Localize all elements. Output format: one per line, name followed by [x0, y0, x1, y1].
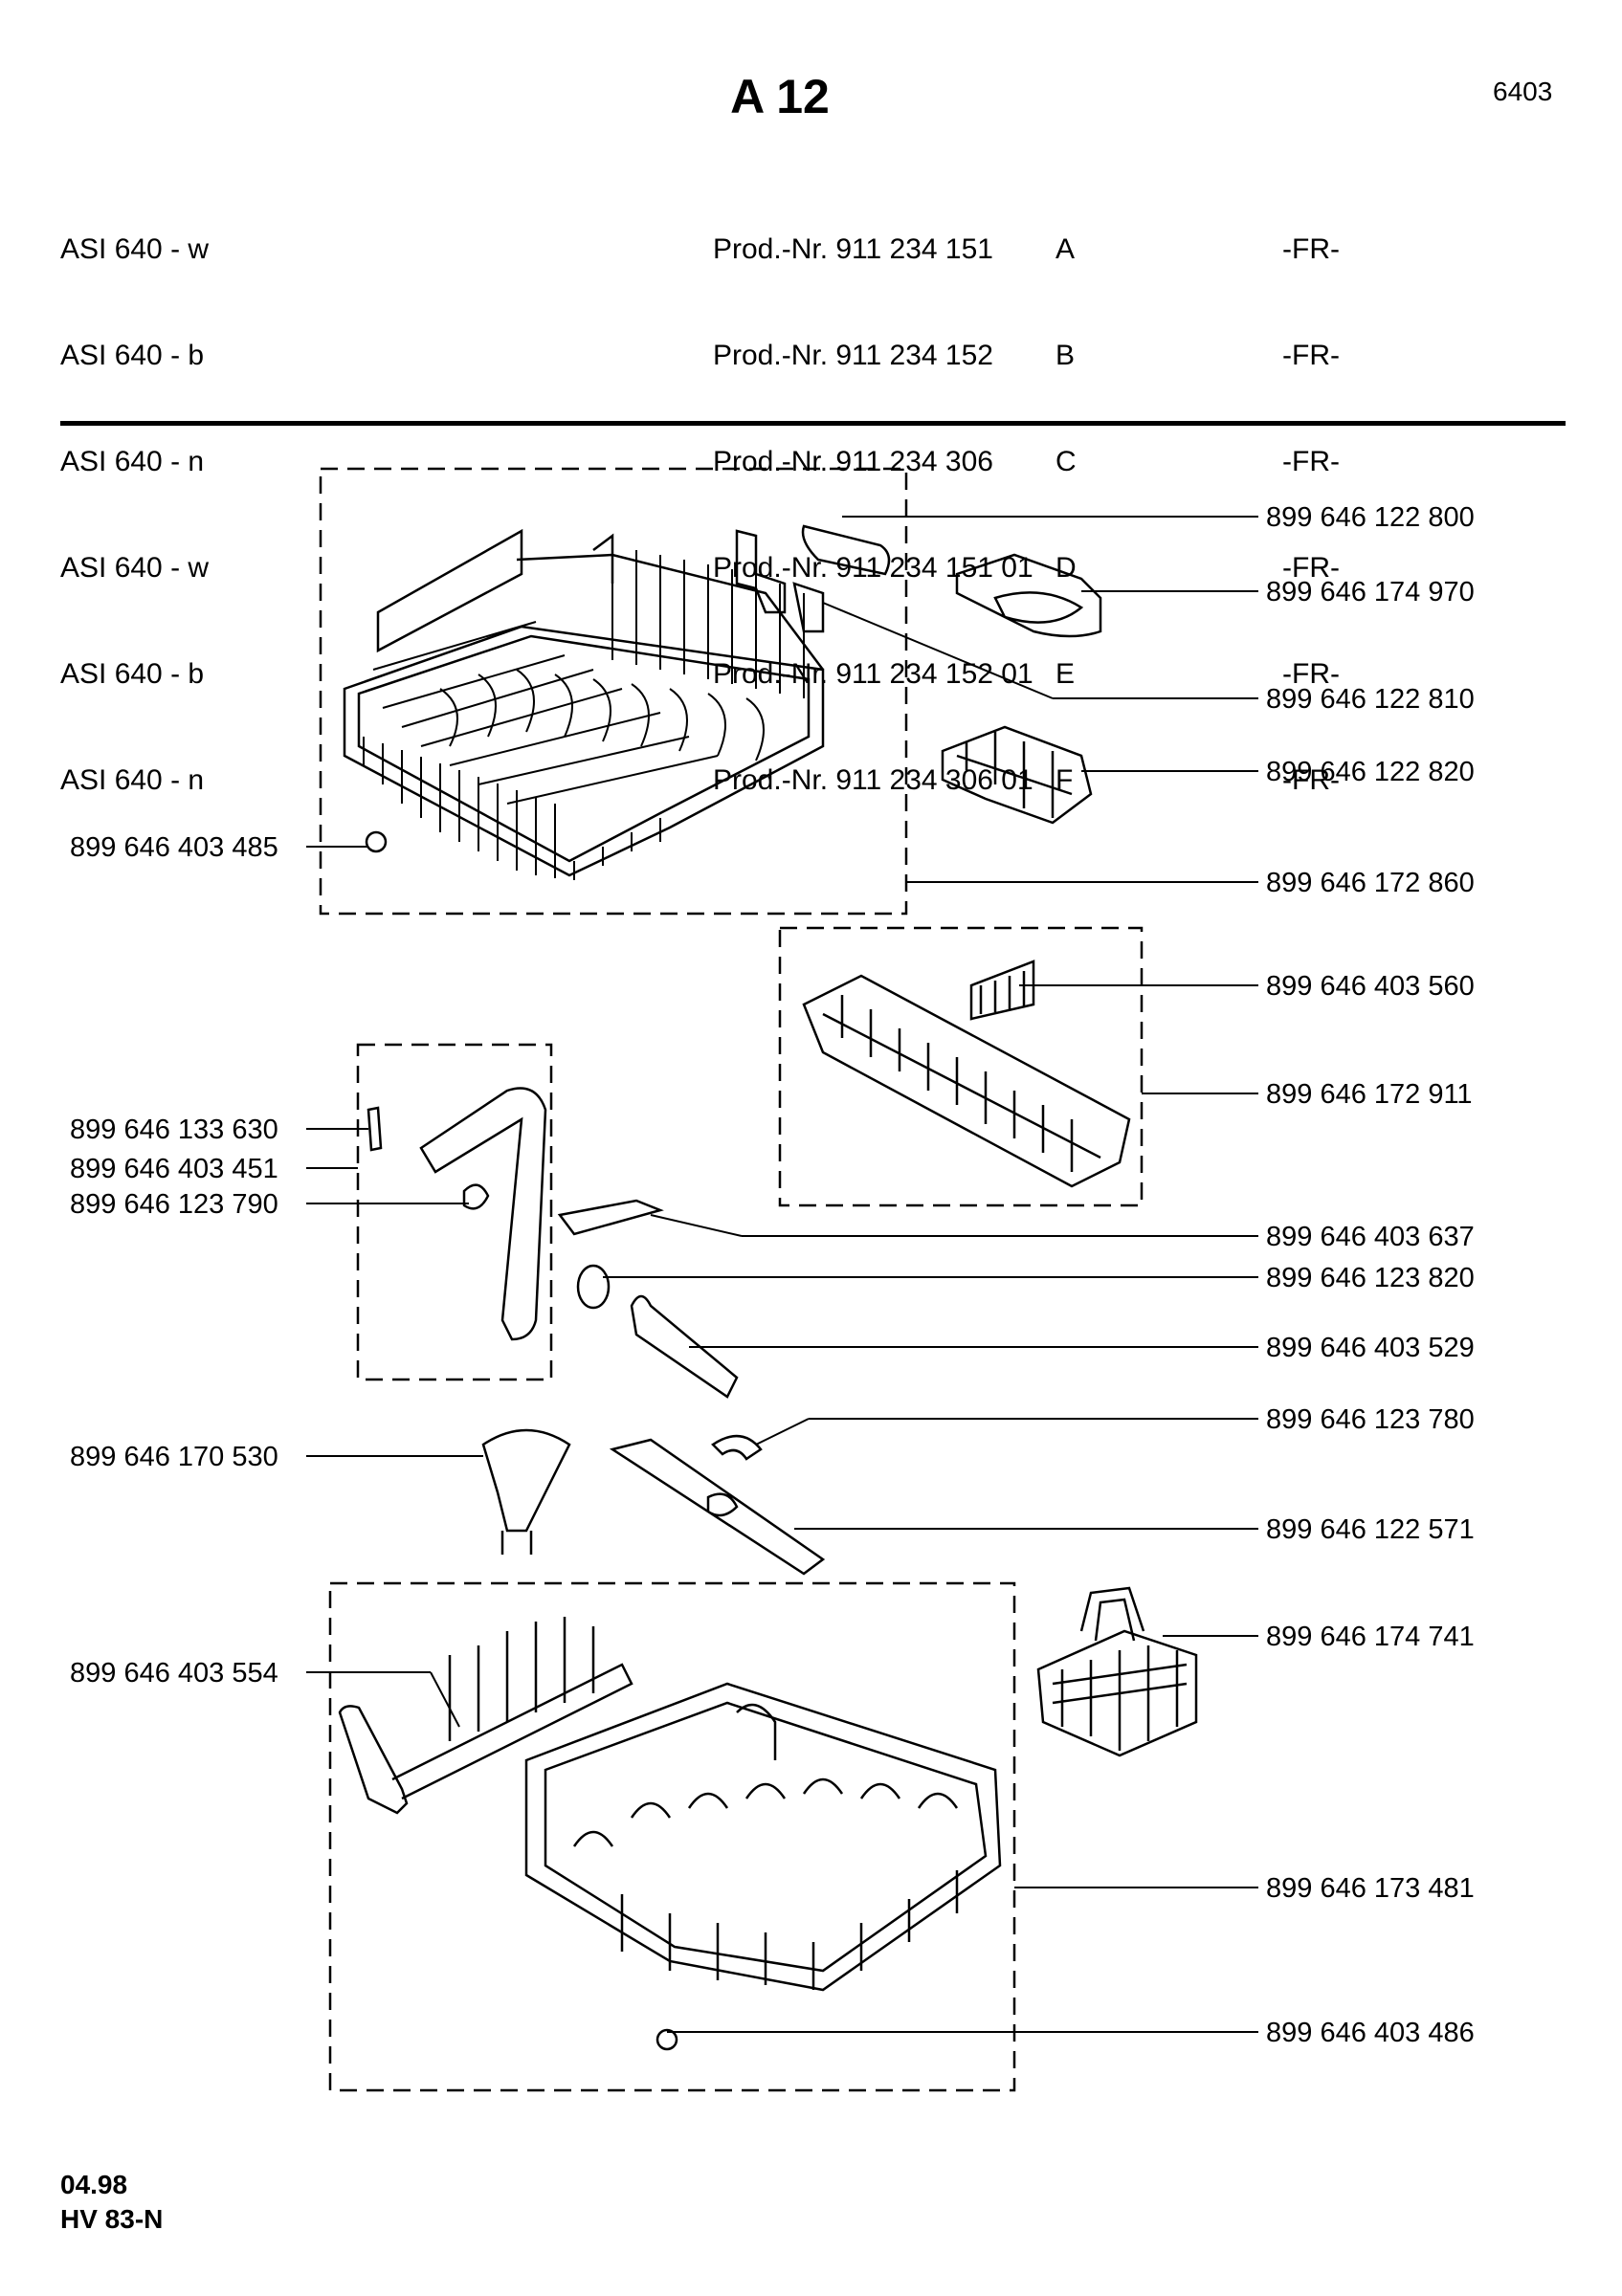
tube-seal-drawing — [462, 1183, 490, 1210]
country-cell: -FR- — [1282, 764, 1340, 796]
model-cell: ASI 640 - b — [60, 658, 205, 690]
lower-wheel-drawing — [655, 2028, 678, 2051]
country-cell: -FR- — [1282, 552, 1340, 584]
upper-basket-drawing — [343, 528, 825, 880]
water-tube-drawing — [419, 1087, 547, 1341]
cutlery-tray-group-box — [778, 926, 1144, 1207]
part-number-label: 899 646 403 486 — [1266, 2018, 1475, 2048]
model-cell: ASI 640 - w — [60, 552, 210, 584]
water-tube-group-box — [356, 1043, 553, 1381]
part-number-label: 899 646 170 530 — [70, 1442, 278, 1472]
part-number-label: 899 646 403 485 — [70, 832, 278, 863]
part-number-label: 899 646 403 554 — [70, 1658, 278, 1689]
seal-ring-drawing — [576, 1264, 611, 1310]
country-cell: -FR- — [1282, 340, 1340, 371]
lower-basket-drawing — [338, 1617, 1002, 2051]
part-number-label: 899 646 403 451 — [70, 1154, 278, 1184]
part-number-label: 899 646 123 780 — [1266, 1404, 1475, 1435]
prod-nr-column: Prod.-Nr. 911 234 151 Prod.-Nr. 911 234 … — [713, 161, 1033, 869]
part-labels-right: 899 646 122 800 899 646 174 970 899 646 … — [1266, 502, 1475, 2048]
spray-arm-feed-drawing — [630, 1294, 739, 1399]
part-number-label: 899 646 122 800 — [1266, 502, 1475, 533]
lower-basket-group-box — [328, 1581, 1016, 2092]
model-column: ASI 640 - w ASI 640 - b ASI 640 - n ASI … — [60, 161, 209, 869]
part-number-label: 899 646 122 820 — [1266, 757, 1475, 787]
country-cell: -FR- — [1282, 658, 1340, 690]
page-code: 6403 — [1493, 77, 1553, 106]
part-number-label: 899 646 123 820 — [1266, 1263, 1475, 1293]
part-number-label: 899 646 122 810 — [1266, 684, 1475, 715]
part-number-label: 899 646 123 790 — [70, 1189, 278, 1220]
variant-cell: C — [1055, 446, 1077, 477]
prod-nr-cell: Prod.-Nr. 911 234 306 01 — [713, 764, 1033, 796]
leader-lines-left — [306, 846, 483, 1728]
variant-cell: A — [1055, 233, 1076, 265]
part-number-label: 899 646 174 970 — [1266, 577, 1475, 607]
variant-cell: F — [1055, 764, 1074, 796]
header-divider — [60, 421, 1566, 426]
country-column: -FR- -FR- -FR- -FR- -FR- -FR- — [1282, 161, 1340, 869]
footer-date: 04.98 — [60, 2170, 128, 2199]
variant-cell: E — [1055, 658, 1076, 690]
model-cell: ASI 640 - w — [60, 233, 210, 265]
leader-lines — [603, 516, 1258, 2033]
part-number-label: 899 646 403 560 — [1266, 971, 1475, 1002]
country-cell: -FR- — [1282, 446, 1340, 477]
cup-shelf-drawing — [955, 553, 1102, 638]
model-cell: ASI 640 - n — [60, 446, 205, 477]
page-title: A 12 — [730, 70, 830, 123]
footer-code: HV 83-N — [60, 2204, 164, 2234]
part-number-label: 899 646 172 911 — [1266, 1079, 1473, 1110]
part-number-label: 899 646 173 481 — [1266, 1873, 1475, 1904]
cutlery-tray-drawing — [802, 960, 1131, 1188]
prod-nr-cell: Prod.-Nr. 911 234 152 — [713, 340, 993, 371]
clip-part-drawing — [801, 524, 891, 576]
prod-nr-cell: Prod.-Nr. 911 234 151 — [713, 233, 993, 265]
part-number-label: 899 646 122 571 — [1266, 1514, 1475, 1545]
country-cell: -FR- — [1282, 233, 1340, 265]
tube-clip-drawing — [367, 1106, 383, 1152]
bracket-637-drawing — [557, 1199, 664, 1236]
spray-arm-drawing — [609, 1438, 826, 1576]
model-cell: ASI 640 - b — [60, 340, 205, 371]
model-cell: ASI 640 - n — [60, 764, 205, 796]
bracket-drawing — [735, 529, 825, 633]
part-number-label: 899 646 172 860 — [1266, 868, 1475, 898]
cutlery-basket-drawing — [1036, 1586, 1198, 1757]
part-labels-left: 899 646 403 485 899 646 133 630 899 646 … — [70, 832, 278, 1689]
upper-wheel-drawing — [365, 830, 388, 853]
funnel-drawing — [481, 1428, 571, 1555]
folding-rack-drawing — [941, 725, 1093, 825]
part-number-label: 899 646 403 529 — [1266, 1333, 1475, 1363]
part-number-label: 899 646 403 637 — [1266, 1222, 1475, 1252]
part-number-label: 899 646 133 630 — [70, 1115, 278, 1145]
variant-column: A B C D E F — [1055, 161, 1087, 869]
retaining-ring-drawing — [711, 1435, 763, 1461]
part-number-label: 899 646 174 741 — [1266, 1622, 1475, 1652]
prod-nr-cell: Prod.-Nr. 911 234 306 — [713, 446, 993, 477]
variant-cell: B — [1055, 340, 1076, 371]
upper-basket-group-box — [319, 467, 908, 916]
